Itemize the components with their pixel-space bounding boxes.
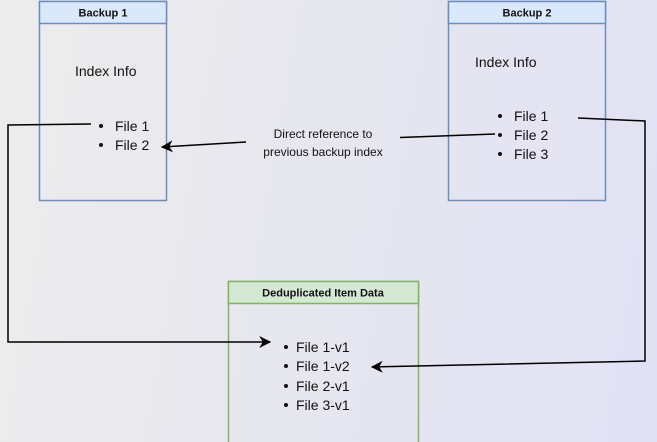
backup-2-item: File 3 — [514, 146, 548, 162]
bullet — [284, 364, 288, 368]
bullet — [284, 384, 288, 388]
bullet — [498, 133, 502, 137]
backup-1-header — [38, 0, 168, 25]
bullet — [498, 114, 502, 118]
edge-label-line1: Direct reference to — [274, 127, 373, 141]
bullet — [99, 124, 103, 128]
backup-1-item: File 1 — [115, 118, 149, 134]
backup-2-header — [447, 0, 607, 25]
backup-1-title: Backup 1 — [79, 8, 128, 20]
bullet — [498, 152, 502, 156]
backup-1-item: File 2 — [115, 137, 149, 153]
backup-2-title: Backup 2 — [503, 8, 552, 20]
backup-1-container[interactable]: Backup 1 Index Info File 1 File 2 — [38, 0, 168, 202]
dedup-item: File 1-v2 — [296, 358, 350, 374]
edge-label-line2: previous backup index — [263, 145, 382, 159]
edge-backup2-file2-segment[interactable] — [399, 133, 496, 139]
dedup-container[interactable]: Deduplicated Item Data File 1-v1 File 1-… — [227, 280, 420, 442]
edge-backup2-file1-to-dedup[interactable] — [370, 117, 646, 373]
edge-backup2-file2-to-backup1[interactable] — [160, 140, 247, 153]
dedup-item: File 1-v1 — [296, 339, 350, 355]
backup-2-container[interactable]: Backup 2 Index Info File 1 File 2 File 3 — [447, 0, 607, 202]
backup-1-border — [38, 0, 168, 202]
bullet — [99, 143, 103, 147]
dedup-item: File 2-v1 — [296, 378, 350, 394]
backup-2-item: File 2 — [514, 127, 548, 143]
bullet — [284, 345, 288, 349]
dedup-title: Deduplicated Item Data — [262, 288, 385, 300]
dedup-item: File 3-v1 — [296, 397, 350, 413]
edge-backup1-file1-to-dedup[interactable] — [7, 123, 272, 348]
dedup-header — [227, 280, 420, 305]
backup-2-index-info: Index Info — [475, 54, 537, 70]
backup-2-item: File 1 — [514, 108, 548, 124]
backup-2-border — [447, 0, 607, 202]
backup-1-index-info: Index Info — [75, 63, 137, 79]
bullet — [284, 403, 288, 407]
